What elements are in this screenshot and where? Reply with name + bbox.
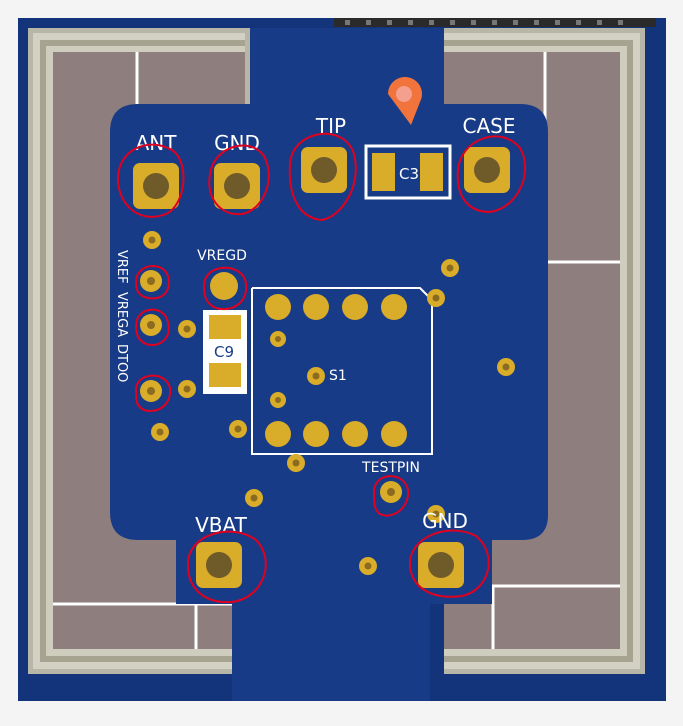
ant-label: ANT: [136, 131, 178, 155]
via[interactable]: [229, 420, 247, 438]
markup-circle-vbat: [186, 530, 267, 604]
dtoo-label: DTOO: [114, 344, 129, 382]
markup-circle-tip: [288, 132, 357, 222]
capacitor-c9[interactable]: C9: [203, 310, 247, 394]
vrega-label: VREGA: [114, 292, 129, 337]
toolbar-icon[interactable]: [408, 20, 413, 25]
via[interactable]: [151, 423, 169, 441]
markup-circle-dtoo: [134, 374, 172, 412]
gnd-bottom-pad[interactable]: [418, 542, 464, 588]
s1-pin[interactable]: [342, 421, 368, 447]
dtoo-pad[interactable]: [140, 380, 162, 402]
toolbar-icon[interactable]: [576, 20, 581, 25]
via[interactable]: [245, 489, 263, 507]
s1-pin[interactable]: [265, 421, 291, 447]
gnd-top-label: GND: [214, 131, 260, 155]
toolbar-icon[interactable]: [597, 20, 602, 25]
toolbar-icon[interactable]: [513, 20, 518, 25]
markup-circle-vrega: [134, 308, 170, 346]
ant-pad[interactable]: [133, 163, 179, 209]
via[interactable]: [307, 367, 325, 385]
markup-circle-case: [456, 135, 526, 214]
markup-circle-gnd-bottom: [408, 529, 490, 598]
via[interactable]: [270, 331, 286, 347]
toolbar-icon[interactable]: [366, 20, 371, 25]
s1-pin[interactable]: [303, 421, 329, 447]
vbat-pad[interactable]: [196, 542, 242, 588]
vregd-pad[interactable]: [210, 272, 238, 300]
markup-circle-ant: [116, 143, 185, 218]
vref-label: VREF: [114, 250, 129, 284]
round-pads: [140, 231, 515, 575]
via[interactable]: [427, 505, 445, 523]
vref-pad[interactable]: [140, 270, 162, 292]
square-pads: [133, 147, 510, 588]
markup-circle-vregd: [202, 266, 248, 311]
s1-pin[interactable]: [342, 294, 368, 320]
toolbar-icon[interactable]: [429, 20, 434, 25]
s1-pin[interactable]: [381, 294, 407, 320]
gnd-top-pad[interactable]: [214, 163, 260, 209]
toolbar-icon[interactable]: [555, 20, 560, 25]
tip-pad[interactable]: [301, 147, 347, 193]
toolbar-icon[interactable]: [450, 20, 455, 25]
location-marker-icon: [388, 77, 422, 125]
view-toolbar: [334, 18, 656, 27]
via[interactable]: [359, 557, 377, 575]
via[interactable]: [287, 454, 305, 472]
testpin-label: TESTPIN: [361, 460, 420, 476]
toolbar-icon[interactable]: [471, 20, 476, 25]
markup-circle-gnd: [208, 144, 270, 216]
switch-s1[interactable]: S1: [251, 287, 433, 455]
toolbar-icon[interactable]: [618, 20, 623, 25]
red-markup: [116, 132, 526, 604]
markup-circle-vref: [134, 265, 170, 300]
s1-pin[interactable]: [381, 421, 407, 447]
toolbar-icon[interactable]: [345, 20, 350, 25]
vregd-label: VREGD: [197, 248, 247, 264]
testpin-pad[interactable]: [380, 481, 402, 503]
gnd-bottom-label: GND: [422, 509, 468, 533]
via[interactable]: [497, 358, 515, 376]
s1-label: S1: [329, 368, 347, 384]
toolbar-icon[interactable]: [387, 20, 392, 25]
s1-pin[interactable]: [303, 294, 329, 320]
via[interactable]: [178, 380, 196, 398]
case-label: CASE: [463, 114, 516, 138]
s1-pin[interactable]: [265, 294, 291, 320]
via[interactable]: [178, 320, 196, 338]
c9-label: C9: [214, 343, 234, 361]
capacitor-c3[interactable]: C3: [364, 144, 452, 200]
toolbar-icon[interactable]: [492, 20, 497, 25]
case-pad[interactable]: [464, 147, 510, 193]
via[interactable]: [143, 231, 161, 249]
vrega-pad[interactable]: [140, 314, 162, 336]
via[interactable]: [270, 392, 286, 408]
toolbar-icon[interactable]: [534, 20, 539, 25]
via[interactable]: [427, 289, 445, 307]
via[interactable]: [441, 259, 459, 277]
markup-circle-testpin: [372, 475, 410, 517]
c3-label: C3: [399, 165, 419, 183]
